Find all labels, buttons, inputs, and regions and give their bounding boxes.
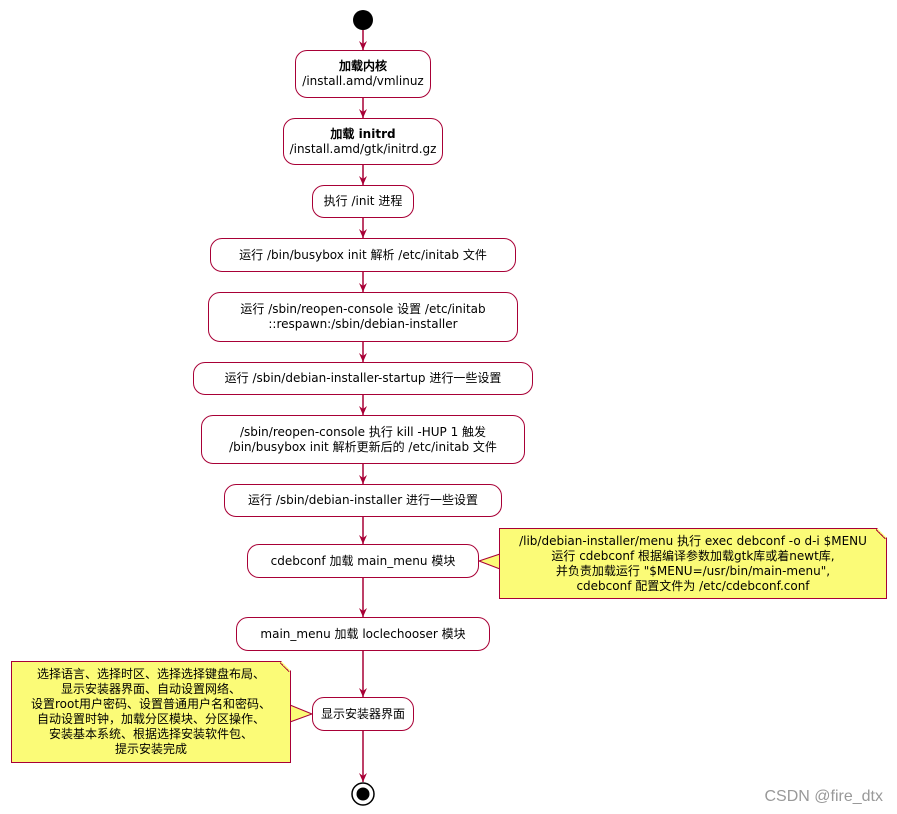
activity-label: /sbin/reopen-console 执行 kill -HUP 1 触发 — [239, 424, 487, 439]
activity-sublabel: /bin/busybox init 解析更新后的 /etc/initab 文件 — [229, 439, 497, 454]
activity-label: 运行 /sbin/debian-installer-startup 进行一些设置 — [224, 371, 502, 385]
activity-label: 执行 /init 进程 — [323, 194, 403, 208]
activity-reopen-console: 运行 /sbin/reopen-console 设置 /etc/initab :… — [208, 292, 518, 342]
activity-sublabel: /install.amd/gtk/initrd.gz — [289, 141, 437, 156]
note-line: 运行 cdebconf 根据编译参数加载gtk库或着newt库, — [551, 548, 835, 563]
note-line: 选择语言、选择时区、选择选择键盘布局、 — [36, 667, 265, 681]
activity-cdebconf-main-menu: cdebconf 加载 main_menu 模块 — [247, 544, 479, 578]
activity-label: 加载内核 — [338, 59, 387, 73]
activity-exec-init: 执行 /init 进程 — [312, 185, 414, 218]
activity-label: main_menu 加载 loclechooser 模块 — [260, 626, 466, 641]
activity-sublabel: ::respawn:/sbin/debian-installer — [268, 317, 458, 331]
end-node-inner — [356, 787, 370, 801]
activity-label: 运行 /sbin/reopen-console 设置 /etc/initab — [240, 302, 486, 316]
watermark: CSDN @fire_dtx — [764, 788, 884, 805]
activity-label: 加载 initrd — [330, 126, 396, 141]
note-cdebconf: /lib/debian-installer/menu 执行 exec debco… — [499, 528, 887, 599]
note-installer-steps: 选择语言、选择时区、选择选择键盘布局、 显示安装器界面、自动设置网络、 设置ro… — [11, 661, 291, 763]
note-line: 安装基本系统、根据选择安装软件包、 — [48, 727, 253, 741]
activity-sublabel: /install.amd/vmlinuz — [302, 74, 424, 88]
note-tail-left — [289, 704, 314, 723]
activity-label: 运行 /bin/busybox init 解析 /etc/initab 文件 — [239, 247, 487, 262]
activity-load-kernel: 加载内核 /install.amd/vmlinuz — [295, 50, 431, 98]
activity-debian-installer: 运行 /sbin/debian-installer 进行一些设置 — [224, 484, 502, 517]
activity-load-initrd: 加载 initrd /install.amd/gtk/initrd.gz — [283, 118, 443, 165]
note-line: 自动设置时钟，加载分区模块、分区操作、 — [36, 712, 265, 726]
activity-busybox-init: 运行 /bin/busybox init 解析 /etc/initab 文件 — [210, 238, 516, 272]
note-line: 显示安装器界面、自动设置网络、 — [60, 682, 241, 696]
note-line: /lib/debian-installer/menu 执行 exec debco… — [519, 533, 867, 548]
note-tail-right — [477, 553, 501, 570]
note-line: cdebconf 配置文件为 /etc/cdebconf.conf — [576, 578, 810, 593]
start-node — [353, 10, 373, 30]
activity-label: cdebconf 加载 main_menu 模块 — [270, 553, 456, 568]
activity-kill-hup: /sbin/reopen-console 执行 kill -HUP 1 触发 /… — [201, 415, 525, 464]
activity-show-installer-ui: 显示安装器界面 — [312, 697, 414, 731]
activity-installer-startup: 运行 /sbin/debian-installer-startup 进行一些设置 — [193, 362, 533, 395]
activity-main-menu-loclechooser: main_menu 加载 loclechooser 模块 — [236, 617, 490, 651]
note-line: 设置root用户密码、设置普通用户名和密码、 — [30, 697, 272, 711]
activity-label: 显示安装器界面 — [321, 706, 406, 721]
activity-label: 运行 /sbin/debian-installer 进行一些设置 — [248, 493, 478, 507]
note-line: 提示安装完成 — [114, 742, 187, 756]
note-line: 并负责加载运行 "$MENU=/usr/bin/main-menu", — [555, 563, 831, 578]
